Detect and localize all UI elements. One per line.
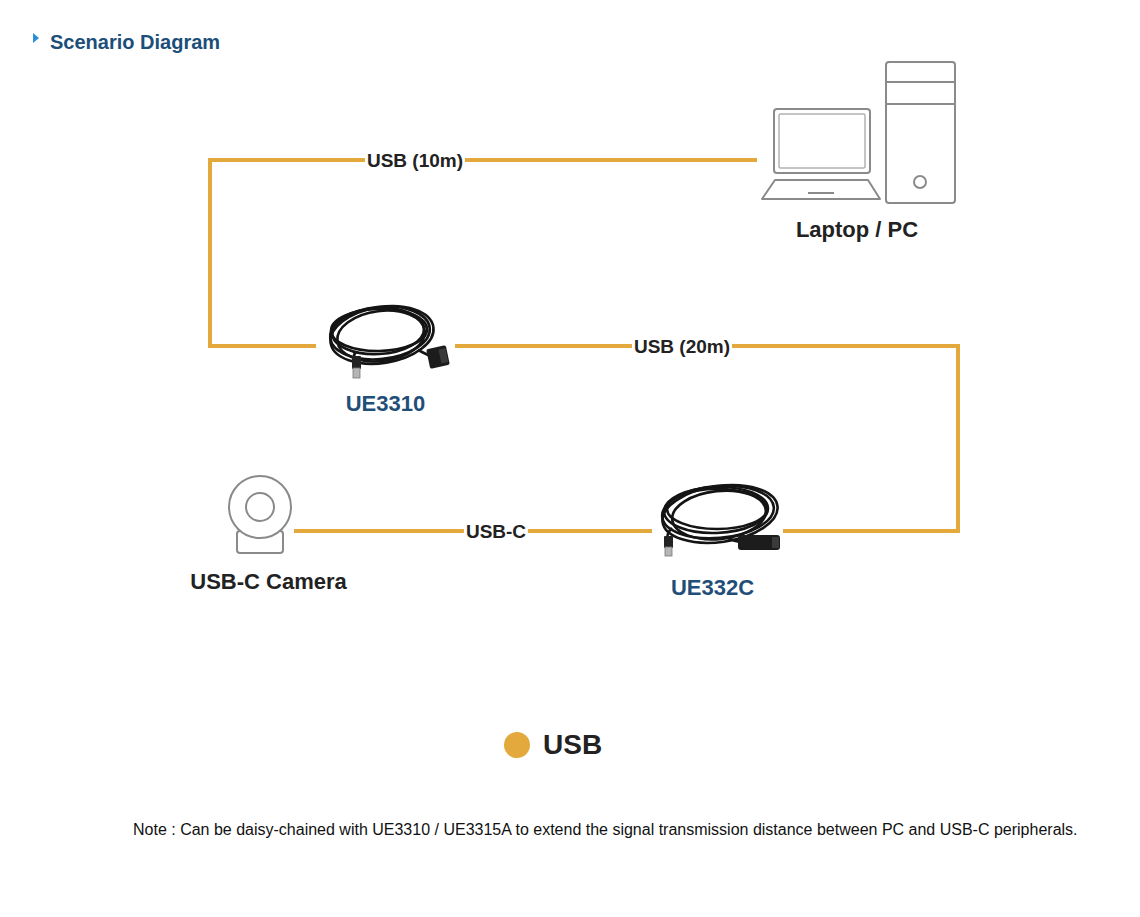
- device-label: Laptop / PC: [757, 219, 957, 241]
- usb-plug: [352, 356, 361, 369]
- extender-head: [738, 535, 780, 550]
- cable-label: USB-C: [464, 522, 528, 541]
- camera-body: [229, 476, 291, 538]
- pc-tower: [886, 62, 955, 203]
- cable-loop: [334, 306, 427, 366]
- usb-plug: [664, 536, 673, 548]
- note-text: Note : Can be daisy-chained with UE3310 …: [133, 822, 1078, 838]
- usb-plug-tip: [665, 547, 672, 556]
- camera-lens: [246, 493, 274, 521]
- usb-cable-line: [210, 160, 757, 346]
- diagram-title: Scenario Diagram: [50, 32, 220, 52]
- cable-label: USB (20m): [632, 337, 732, 356]
- ue3310-cable-image: [326, 299, 450, 378]
- pc-icon: [762, 62, 955, 203]
- cable-label: USB (10m): [365, 151, 465, 170]
- laptop-base: [762, 180, 880, 199]
- title-marker: [33, 33, 39, 43]
- laptop-screen: [774, 109, 870, 173]
- device-label: UE332C: [647, 577, 778, 599]
- extender-port: [772, 537, 779, 548]
- device-label: UE3310: [316, 393, 455, 415]
- cable-loop: [326, 299, 437, 371]
- pc-node: Laptop / PC: [757, 58, 957, 243]
- legend-text: USB: [543, 731, 602, 759]
- laptop-screen-inner: [779, 114, 865, 168]
- cable-coil: [326, 299, 437, 371]
- usb-cable-line: [455, 346, 958, 531]
- legend-swatch: [504, 732, 530, 758]
- cable-coil: [659, 478, 782, 550]
- pc-drive-bays: [886, 82, 955, 104]
- camera-icon: [229, 476, 291, 553]
- cable-loop: [659, 478, 782, 550]
- cable-loop: [660, 481, 776, 543]
- usb-plug-tip: [353, 368, 360, 378]
- extender-node: UE332C: [652, 478, 783, 600]
- extender-head: [426, 345, 450, 369]
- cable-loop: [663, 485, 769, 535]
- pc-power-button: [914, 176, 926, 188]
- extender-port: [439, 348, 449, 363]
- ue332c-cable-image: [659, 478, 782, 556]
- extender-node: UE3310: [316, 298, 455, 416]
- camera-node: USB-C Camera: [224, 472, 294, 556]
- device-label: USB-C Camera: [180, 571, 357, 593]
- laptop-touchpad: [808, 192, 834, 194]
